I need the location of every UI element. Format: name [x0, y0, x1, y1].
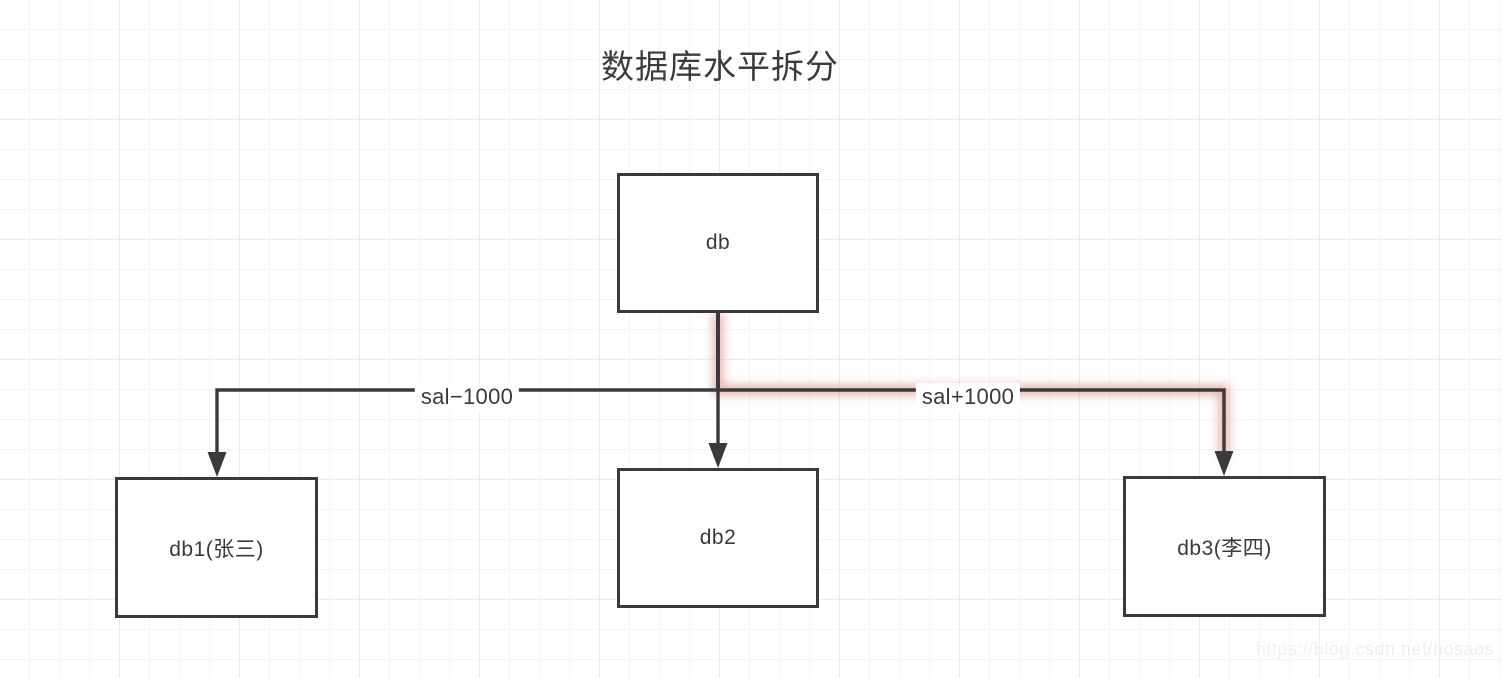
- node-db1-label: db1(张三): [169, 537, 264, 561]
- edge-db-to-db1[interactable]: [207, 388, 719, 477]
- edge-label-sal-plus-1000[interactable]: sal+1000: [915, 383, 1021, 411]
- edge-db-to-db3[interactable]: [718, 388, 1234, 476]
- node-db2[interactable]: db2: [617, 468, 819, 608]
- edge-label-sal-minus-1000[interactable]: sal−1000: [414, 383, 520, 411]
- page-title: 数据库水平拆分: [601, 48, 839, 85]
- watermark: https://blog.csdn.net/hosaos: [1255, 639, 1494, 659]
- node-db3-label: db3(李四): [1177, 536, 1272, 560]
- node-db-label: db: [705, 231, 731, 254]
- node-db2-label: db2: [699, 526, 737, 549]
- edge-db-to-db2[interactable]: [708, 390, 728, 468]
- node-db[interactable]: db: [617, 173, 819, 313]
- node-db3[interactable]: db3(李四): [1123, 476, 1326, 617]
- node-db1[interactable]: db1(张三): [115, 477, 318, 618]
